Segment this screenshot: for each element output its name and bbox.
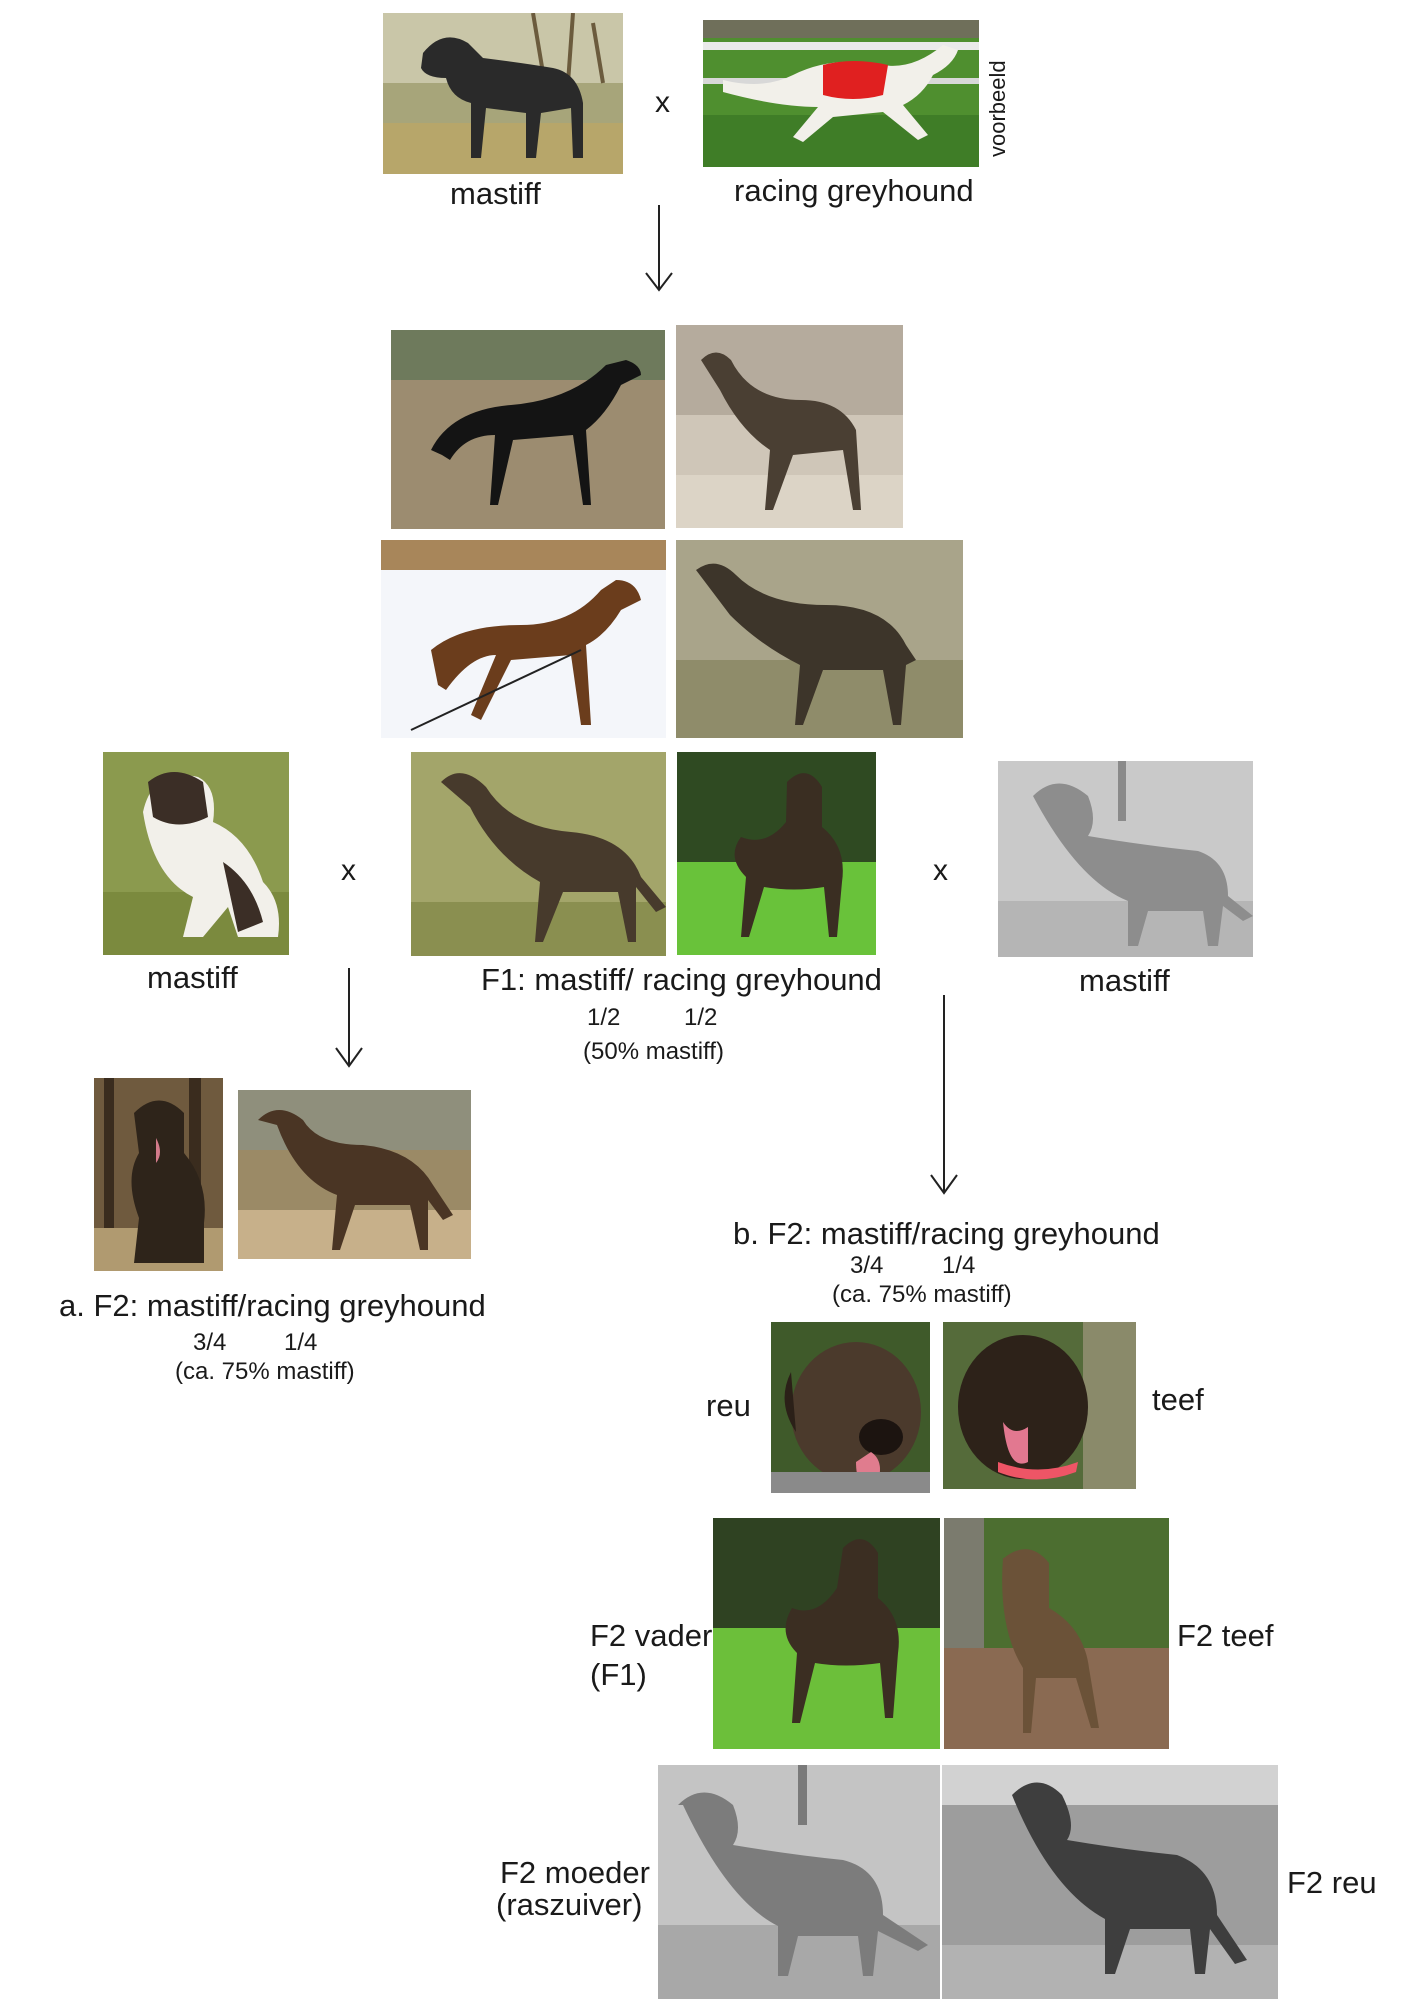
mastiff-parent-label: mastiff bbox=[450, 176, 541, 211]
mastiff-parent-photo bbox=[383, 13, 623, 174]
f2a-photo-standing bbox=[238, 1090, 471, 1259]
f1-ratio-greyhound: 1/2 bbox=[684, 1004, 718, 1031]
f2a-photo-sitting bbox=[94, 1078, 223, 1271]
mastiff-right-photo bbox=[998, 761, 1253, 957]
f1-title-label: F1: mastiff/ racing greyhound bbox=[481, 962, 882, 997]
mastiff-left-label: mastiff bbox=[147, 960, 238, 995]
cross-symbol-right: x bbox=[933, 854, 948, 887]
f2a-title-label: a. F2: mastiff/racing greyhound bbox=[59, 1288, 486, 1323]
f2b-title-label: b. F2: mastiff/racing greyhound bbox=[733, 1216, 1160, 1251]
arrow-down-left bbox=[335, 968, 363, 1068]
f2-teef-photo bbox=[944, 1518, 1169, 1749]
f2-teef-label: F2 teef bbox=[1177, 1618, 1274, 1653]
f2b-percent-label: (ca. 75% mastiff) bbox=[832, 1281, 1012, 1308]
f1-photo-brindle-wall bbox=[676, 325, 903, 528]
f1-photo-snow bbox=[381, 540, 666, 738]
voorbeeld-vertical-label: voorbeeld bbox=[985, 60, 1010, 157]
cross-symbol-top: x bbox=[655, 86, 670, 119]
f1-photo-green-brindle bbox=[677, 752, 876, 955]
f2-reu-photo bbox=[942, 1765, 1278, 1999]
f2b-ratio-mastiff: 3/4 bbox=[850, 1252, 884, 1279]
f1-percent-label: (50% mastiff) bbox=[583, 1038, 724, 1065]
f1-ratio-mastiff: 1/2 bbox=[587, 1004, 621, 1031]
f2-moeder-sub-label: (raszuiver) bbox=[496, 1887, 643, 1922]
greyhound-parent-label: racing greyhound bbox=[734, 173, 974, 208]
f2a-percent-label: (ca. 75% mastiff) bbox=[175, 1358, 355, 1385]
f2a-ratio-greyhound: 1/4 bbox=[284, 1329, 318, 1356]
f2b-photo-teef-puppy bbox=[943, 1322, 1136, 1489]
f1-photo-black bbox=[391, 330, 665, 529]
reu-label: reu bbox=[706, 1388, 751, 1423]
f2-vader-label: F2 vader bbox=[590, 1618, 713, 1653]
racing-greyhound-parent-photo bbox=[703, 20, 979, 167]
arrow-down-1 bbox=[645, 205, 673, 292]
arrow-down-right bbox=[930, 995, 958, 1195]
f2-vader-photo bbox=[713, 1518, 940, 1749]
teef-label: teef bbox=[1152, 1382, 1204, 1417]
mastiff-left-photo bbox=[103, 752, 289, 955]
f2-reu-label: F2 reu bbox=[1287, 1865, 1377, 1900]
f2b-ratio-greyhound: 1/4 bbox=[942, 1252, 976, 1279]
f2-moeder-label: F2 moeder bbox=[500, 1855, 650, 1890]
cross-symbol-left: x bbox=[341, 854, 356, 887]
f2-vader-sub-label: (F1) bbox=[590, 1657, 647, 1692]
f2a-ratio-mastiff: 3/4 bbox=[193, 1329, 227, 1356]
mastiff-right-label: mastiff bbox=[1079, 963, 1170, 998]
f2-moeder-photo bbox=[658, 1765, 940, 1999]
f2b-photo-reu-puppy bbox=[771, 1322, 930, 1493]
f1-photo-brindle-field bbox=[676, 540, 963, 738]
f1-photo-grass-brindle bbox=[411, 752, 666, 956]
